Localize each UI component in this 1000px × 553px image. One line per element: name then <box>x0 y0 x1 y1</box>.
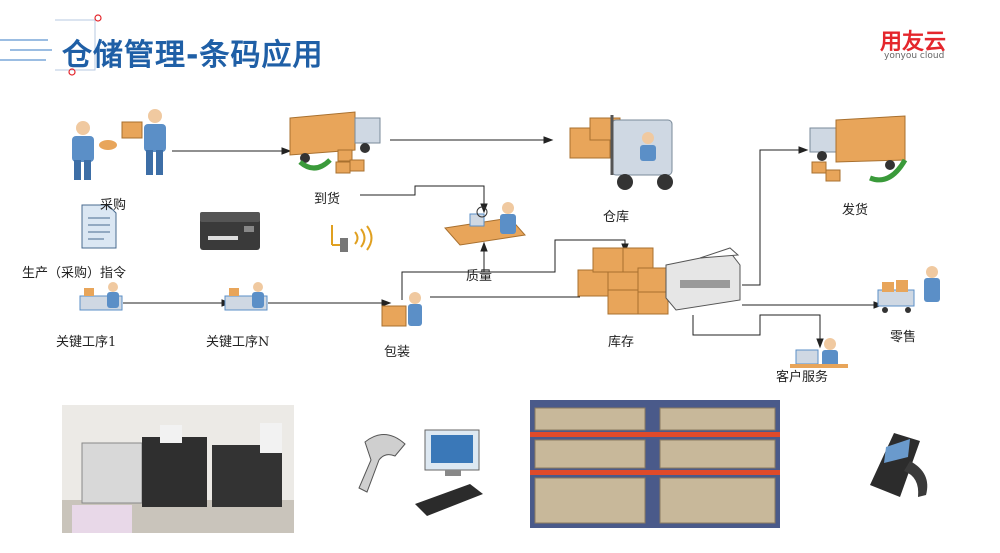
document-icon <box>81 204 117 249</box>
brand-logo: 用友云 <box>880 30 947 55</box>
photo-scanner-devices <box>345 412 495 522</box>
node-label-retail: 零售 <box>890 330 917 345</box>
customer-service-icon <box>790 338 848 368</box>
warehouse-forklift-icon <box>569 115 673 190</box>
node-label-inventory: 库存 <box>608 335 635 350</box>
node-label-packing: 包装 <box>384 345 411 360</box>
brand-logo-subtitle: yonyou cloud <box>884 51 945 61</box>
node-label-warehouse: 仓库 <box>603 210 630 225</box>
flow-lines <box>123 136 884 349</box>
packing-icon <box>381 292 422 327</box>
node-label-quality: 质量 <box>466 269 493 284</box>
key-step-n-icon <box>224 282 268 311</box>
key-step-1-icon <box>79 282 123 311</box>
label-printer-icon <box>665 247 741 311</box>
node-label-production-order: 生产（采购）指令 <box>22 266 127 281</box>
header-decoration <box>0 14 215 76</box>
quality-station-icon <box>444 202 526 246</box>
photo-barcode-printers <box>62 405 294 533</box>
node-label-key-step-n: 关键工序N <box>206 335 270 350</box>
retail-cart-icon <box>877 266 940 313</box>
node-label-key-step-1: 关键工序1 <box>56 335 117 350</box>
shipping-truck-icon <box>809 115 908 183</box>
node-label-arrival: 到货 <box>314 192 341 207</box>
node-label-shipping: 发货 <box>842 203 869 218</box>
page-title: 仓储管理-条码应用 <box>62 38 324 73</box>
arrow-head <box>281 147 292 155</box>
arrival-truck-icon <box>289 111 381 174</box>
photo-handheld-terminal <box>860 425 945 500</box>
purchase-people-icon <box>72 109 166 180</box>
rfid-icon <box>331 225 373 252</box>
node-label-customer-service: 客户服务 <box>776 370 829 385</box>
node-label-purchase: 采购 <box>100 198 127 213</box>
photo-warehouse-shelves <box>530 400 780 528</box>
inventory-stack-icon <box>577 247 669 315</box>
barcode-printer-icon <box>200 212 260 250</box>
